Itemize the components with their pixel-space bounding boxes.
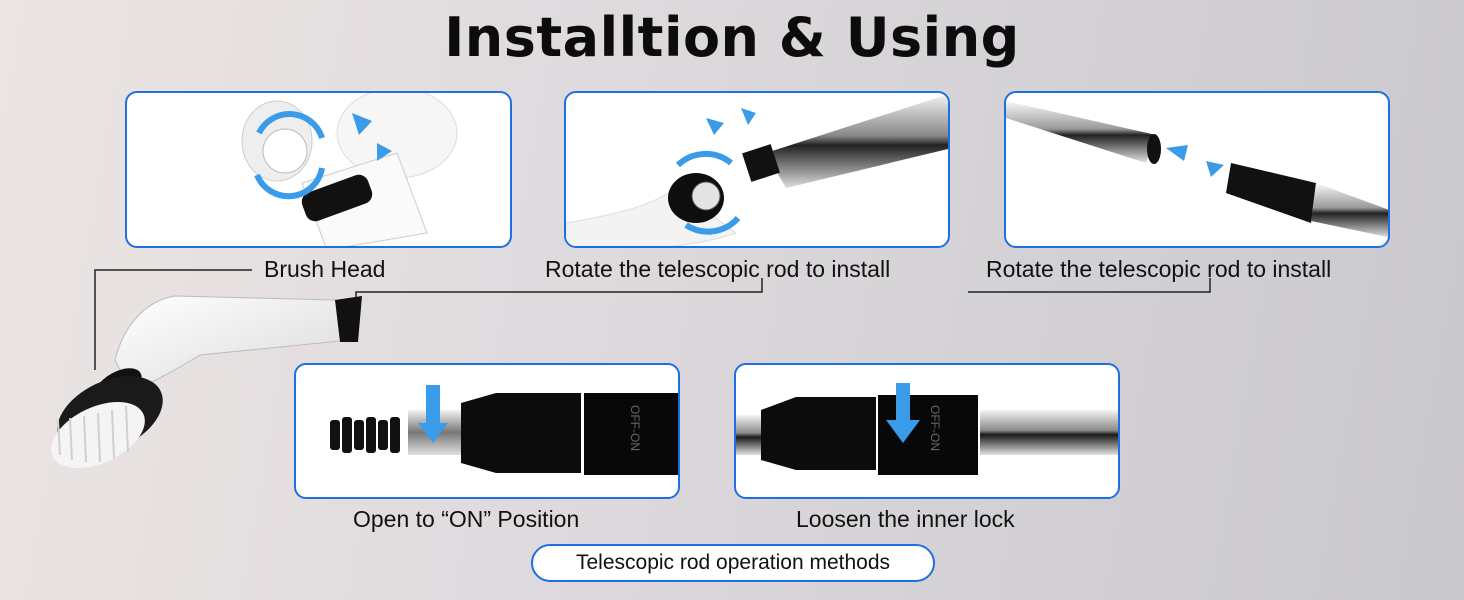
lock-open-on-icon: OFF-ON xyxy=(330,385,678,475)
inner-lock-loosen-icon: OFF-ON xyxy=(736,383,1118,475)
panel-rod-screw-install xyxy=(564,91,950,248)
panel-rod-connect-install xyxy=(1004,91,1390,248)
off-on-label: OFF-ON xyxy=(928,405,942,451)
panel-inner-lock-loosen: OFF-ON xyxy=(734,363,1120,499)
rod-connect-install-icon xyxy=(1006,101,1388,238)
off-on-label: OFF-ON xyxy=(628,405,642,451)
caption-rod-connect-install: Rotate the telescopic rod to install xyxy=(986,256,1332,282)
page-title: Installtion & Using xyxy=(444,6,1020,69)
caption-brush-head: Brush Head xyxy=(264,256,386,282)
caption-lock-open-on: Open to “ON” Position xyxy=(353,506,580,532)
panel-lock-open-on: OFF-ON xyxy=(294,363,680,499)
brush-head-rotate-icon xyxy=(241,93,458,246)
rod-screw-install-icon xyxy=(566,94,948,246)
panel-brush-head xyxy=(125,91,512,248)
caption-inner-lock-loosen: Loosen the inner lock xyxy=(796,506,1015,532)
telescopic-rod-methods-badge: Telescopic rod operation methods xyxy=(531,544,935,582)
caption-rod-screw-install: Rotate the telescopic rod to install xyxy=(545,256,891,282)
